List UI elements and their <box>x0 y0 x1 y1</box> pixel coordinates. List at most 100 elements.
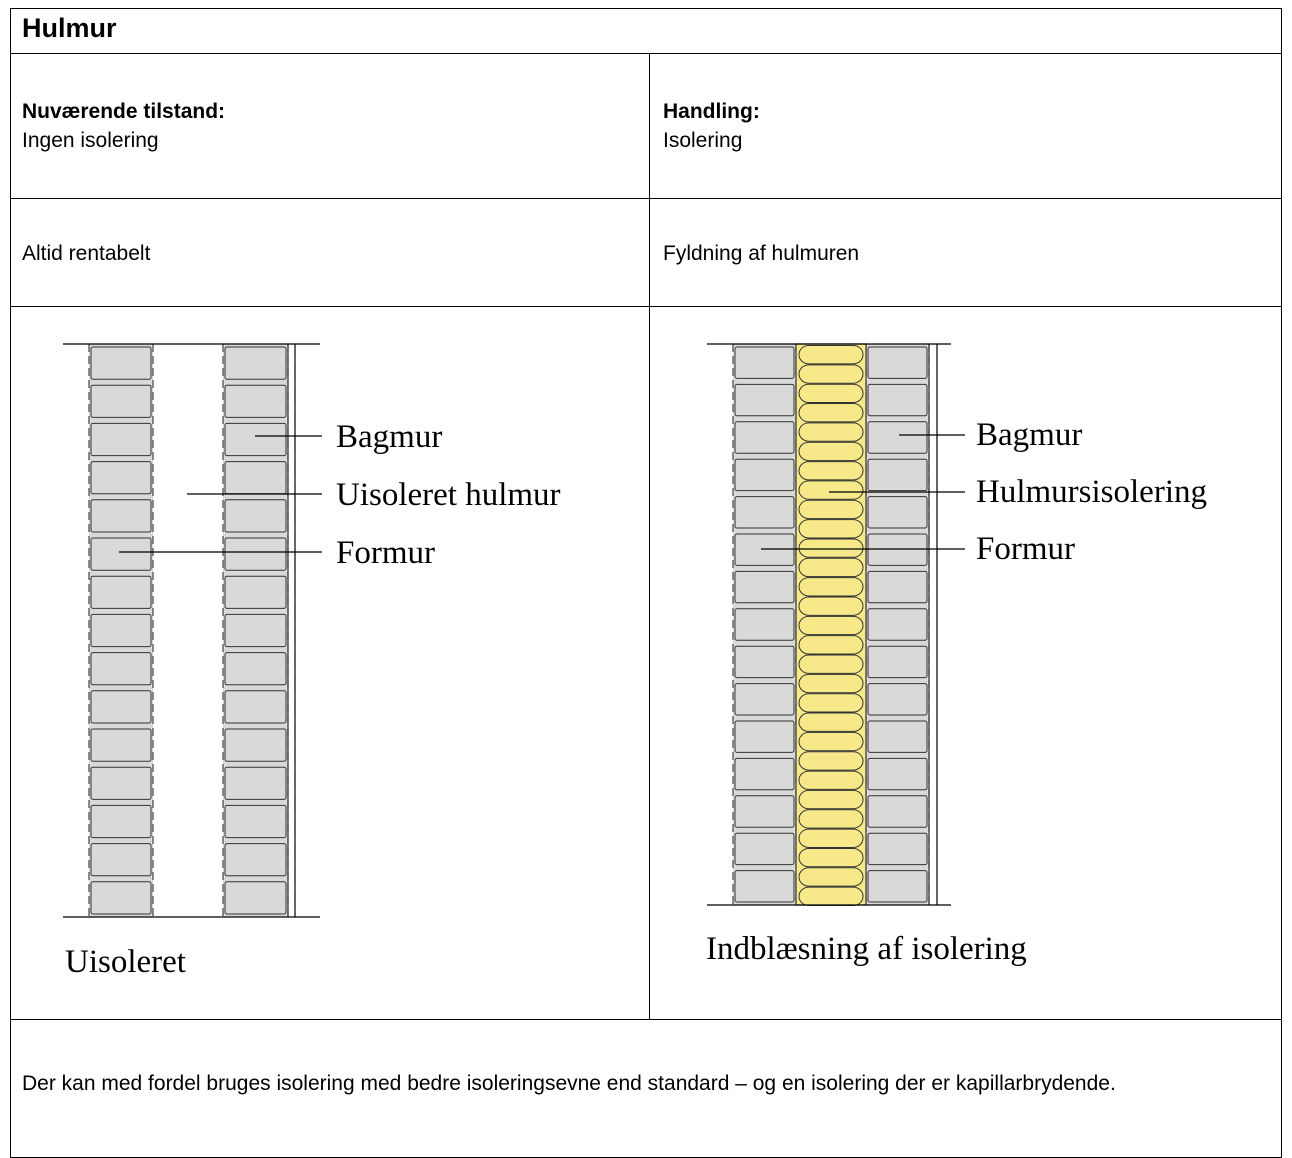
page-title: Hulmur <box>22 13 117 43</box>
brick <box>734 608 795 641</box>
brick <box>734 383 795 417</box>
label-uisoleret-hulmur: Uisoleret hulmur <box>336 477 561 513</box>
brick <box>734 458 795 492</box>
brick <box>224 384 287 418</box>
label-formur: Formur <box>976 531 1075 567</box>
insulation-loop <box>798 809 864 829</box>
brick <box>734 832 795 866</box>
insulation-loop <box>798 770 864 790</box>
brick <box>867 645 928 679</box>
brick <box>224 728 287 762</box>
insulation-loop <box>798 441 864 462</box>
insulation-loop <box>798 480 864 500</box>
insulation-loop <box>798 519 864 539</box>
brick <box>867 496 928 529</box>
insulation-loop <box>798 364 864 384</box>
current-state-cell: Nuværende tilstand: Ingen isolering <box>22 97 225 155</box>
brick <box>90 384 152 418</box>
divider <box>11 1019 1281 1020</box>
insulation-loop <box>798 422 864 442</box>
brick <box>734 683 795 716</box>
insulation-loop <box>798 538 864 558</box>
insulation-loop <box>798 828 864 848</box>
column-divider <box>649 53 650 1019</box>
insulation-loop <box>798 712 864 732</box>
brick <box>867 533 928 566</box>
label-formur: Formur <box>336 535 435 571</box>
insulated-wall-diagram: Bagmur Hulmursisolering Formur Indblæsni… <box>706 343 1207 967</box>
current-state-value: Ingen isolering <box>22 129 159 152</box>
insulation-loop <box>798 847 864 868</box>
insulation-loop <box>798 731 864 752</box>
brick <box>90 422 152 457</box>
diagram-caption: Indblæsning af isolering <box>706 931 1027 967</box>
brick <box>867 832 928 866</box>
brick <box>224 346 287 380</box>
divider <box>11 198 1281 199</box>
brick <box>867 458 928 492</box>
label-bagmur: Bagmur <box>336 419 442 455</box>
cavity-insulation <box>795 343 867 906</box>
brick <box>734 570 795 604</box>
brick <box>90 881 152 915</box>
brick <box>90 690 152 724</box>
insulation-loop <box>798 789 864 810</box>
brick <box>224 804 287 839</box>
brick <box>224 461 287 495</box>
note-text: Der kan med fordel bruges isolering med … <box>22 1072 1116 1095</box>
brick <box>734 421 795 454</box>
brick <box>224 690 287 724</box>
uninsulated-wall-diagram: Bagmur Uisoleret hulmur Formur Uisoleret <box>63 343 561 980</box>
brick <box>90 843 152 877</box>
brick <box>90 461 152 495</box>
method-text: Fyldning af hulmuren <box>663 242 860 265</box>
brick <box>224 843 287 877</box>
brick <box>734 720 795 753</box>
brick <box>90 346 152 380</box>
insulation-loop <box>798 693 864 713</box>
brick <box>734 496 795 529</box>
insulation-loop <box>798 557 864 578</box>
insulation-loop <box>798 577 864 597</box>
brick <box>224 575 287 609</box>
insulation-loop <box>798 751 864 771</box>
insulation-loop <box>798 673 864 694</box>
insulation-loop <box>798 596 864 616</box>
brick <box>867 346 928 379</box>
brick <box>90 499 152 533</box>
insulation-loop <box>798 615 864 636</box>
brick-courses <box>732 344 938 905</box>
insulation-loop <box>798 867 864 887</box>
brick <box>867 383 928 417</box>
diagram-caption: Uisoleret <box>65 944 186 980</box>
brick <box>224 613 287 648</box>
brick <box>734 645 795 679</box>
brick <box>90 804 152 839</box>
divider <box>11 53 1281 54</box>
insulation-loop <box>798 654 864 674</box>
brick <box>734 533 795 566</box>
brick <box>224 422 287 457</box>
label-bagmur: Bagmur <box>976 417 1082 453</box>
brick <box>90 537 152 571</box>
current-state-label: Nuværende tilstand: <box>22 100 226 123</box>
action-value: Isolering <box>663 129 743 152</box>
divider <box>11 306 1281 307</box>
brick <box>90 652 152 686</box>
brick <box>90 728 152 762</box>
brick <box>224 881 287 915</box>
brick <box>867 795 928 828</box>
brick <box>224 537 287 571</box>
profitability-text: Altid rentabelt <box>22 242 151 265</box>
insulation-loop <box>798 461 864 481</box>
insulation-loop <box>798 403 864 423</box>
brick <box>90 766 152 800</box>
brick <box>224 652 287 686</box>
brick <box>867 870 928 903</box>
brick <box>224 766 287 800</box>
brick <box>90 613 152 648</box>
content-frame: Hulmur Nuværende tilstand: Ingen isoleri… <box>10 8 1282 1158</box>
brick <box>867 608 928 641</box>
brick <box>867 757 928 791</box>
insulation-loop <box>798 345 864 365</box>
